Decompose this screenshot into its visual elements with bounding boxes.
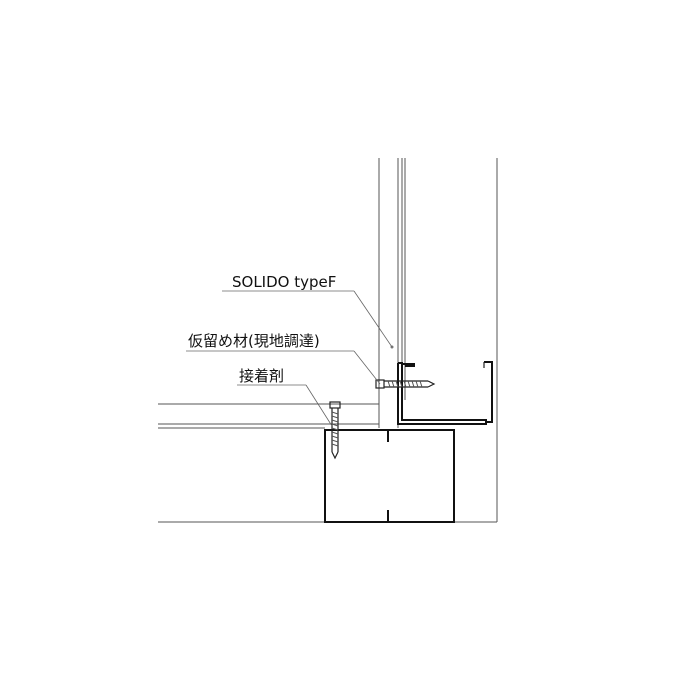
leader-lines: [186, 290, 393, 427]
label-solido: SOLIDO typeF: [232, 273, 336, 291]
label-adhesive: 接着剤: [239, 367, 284, 385]
box-section: [324, 429, 455, 523]
label-temporary-fixing: 仮留め材(現地調達): [188, 332, 320, 350]
vertical-panel: [378, 158, 498, 522]
horizontal-panel: [158, 403, 497, 523]
horizontal-screw: [375, 379, 436, 389]
c-channel-bracket: [402, 361, 493, 423]
steel-angle: [397, 362, 487, 425]
vertical-screw: [329, 401, 341, 460]
